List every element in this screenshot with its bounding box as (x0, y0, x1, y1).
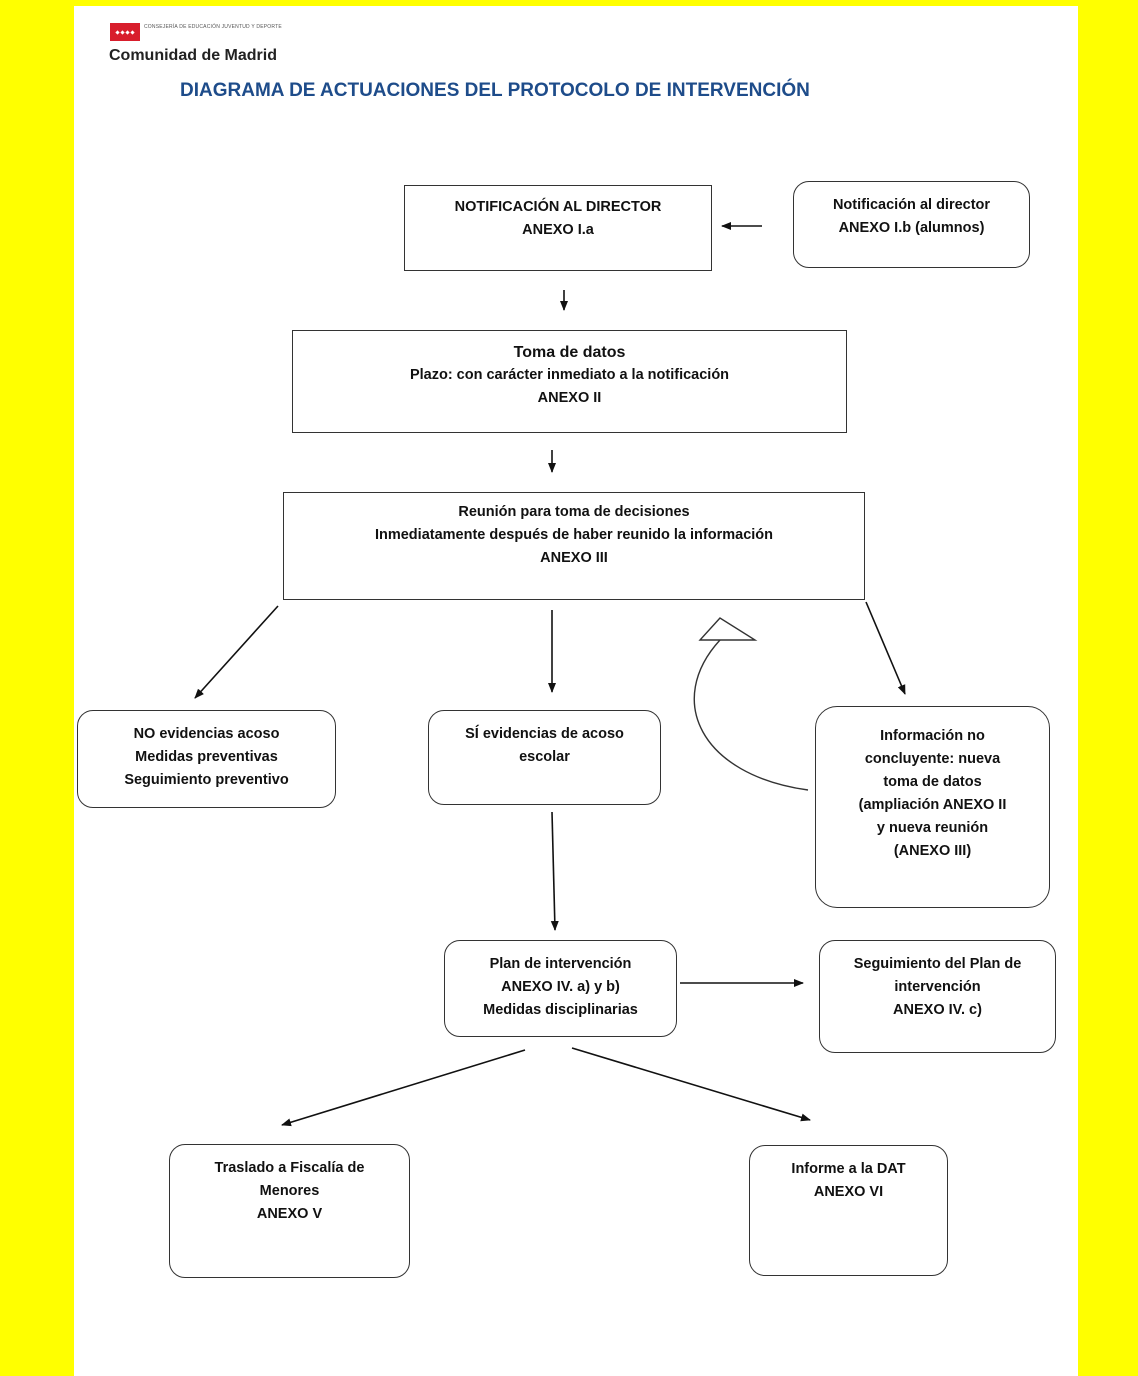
comunidad-de-madrid-logo: CONSEJERÍA DE EDUCACIÓN JUVENTUD Y DEPOR… (108, 17, 328, 67)
box-line: Información no (880, 728, 985, 744)
box-line: Plazo: con carácter inmediato a la notif… (409, 367, 730, 383)
box-line: ANEXO IV. c) (893, 1002, 982, 1018)
box-no-concluyente: Información no concluyente: nueva toma d… (815, 706, 1050, 908)
box-line: ANEXO II (537, 390, 602, 406)
box-line: intervención (894, 979, 981, 995)
box-line: Notificación al director (832, 197, 991, 213)
arrow-plan-to-fiscalia (281, 1049, 526, 1127)
box-line: ANEXO I.a (522, 222, 594, 238)
box-line: Reunión para toma de decisiones (458, 504, 690, 520)
box-si-evidencias: SÍ evidencias de acoso escolar (428, 710, 661, 805)
box-line: Menores (259, 1183, 320, 1199)
box-informe-dat: Informe a la DAT ANEXO VI (749, 1145, 948, 1276)
loop-arrow-curve (693, 639, 809, 791)
box-line: concluyente: nueva (864, 751, 1001, 767)
box-line: Traslado a Fiscalía de (214, 1160, 365, 1176)
madrid-flag-icon (110, 23, 140, 41)
box-line: Seguimiento del Plan de (853, 956, 1022, 972)
box-line: Toma de datos (513, 344, 626, 361)
box-notificacion-alumnos: Notificación al director ANEXO I.b (alum… (793, 181, 1030, 268)
box-line: ANEXO IV. a) y b) (501, 979, 620, 995)
box-line: Plan de intervención (489, 956, 632, 972)
diagram-title: DIAGRAMA DE ACTUACIONES DEL PROTOCOLO DE… (180, 80, 810, 101)
arrow-reunion-to-no-concluyente (865, 601, 906, 695)
box-seguimiento-plan: Seguimiento del Plan de intervención ANE… (819, 940, 1056, 1053)
box-line: Medidas disciplinarias (483, 1002, 638, 1018)
box-line: ANEXO I.b (alumnos) (838, 220, 985, 236)
box-traslado-fiscalia: Traslado a Fiscalía de Menores ANEXO V (169, 1144, 410, 1278)
box-line: NOTIFICACIÓN AL DIRECTOR (454, 199, 662, 215)
box-line: ANEXO VI (813, 1184, 884, 1200)
box-line: (ANEXO III) (893, 843, 972, 859)
box-line: toma de datos (883, 774, 982, 790)
box-line: Medidas preventivas (135, 749, 278, 765)
box-line: y nueva reunión (876, 820, 989, 836)
arrow-reunion-to-no-evidencias (194, 605, 279, 699)
box-line: ANEXO V (256, 1206, 323, 1222)
box-no-evidencias: NO evidencias acoso Medidas preventivas … (77, 710, 336, 808)
box-plan-intervencion: Plan de intervención ANEXO IV. a) y b) M… (444, 940, 677, 1037)
arrow-si-to-plan (550, 811, 559, 931)
box-line: escolar (519, 749, 570, 765)
box-notificacion-director: NOTIFICACIÓN AL DIRECTOR ANEXO I.a (404, 185, 712, 271)
logo-name: Comunidad de Madrid (109, 47, 277, 64)
box-line: ANEXO III (540, 550, 608, 566)
box-toma-de-datos: Toma de datos Plazo: con carácter inmedi… (292, 330, 847, 433)
box-line: Informe a la DAT (791, 1161, 906, 1177)
box-line: Inmediatamente después de haber reunido … (374, 527, 774, 543)
box-line: NO evidencias acoso (133, 726, 280, 742)
box-line: (ampliación ANEXO II (858, 797, 1007, 813)
logo-department-text: CONSEJERÍA DE EDUCACIÓN JUVENTUD Y DEPOR… (144, 24, 282, 30)
loop-arrow-head (698, 617, 758, 641)
box-line: Seguimiento preventivo (124, 772, 289, 788)
box-line: SÍ evidencias de acoso (465, 726, 624, 742)
arrow-plan-to-informe (571, 1047, 811, 1122)
box-reunion: Reunión para toma de decisiones Inmediat… (283, 492, 865, 600)
